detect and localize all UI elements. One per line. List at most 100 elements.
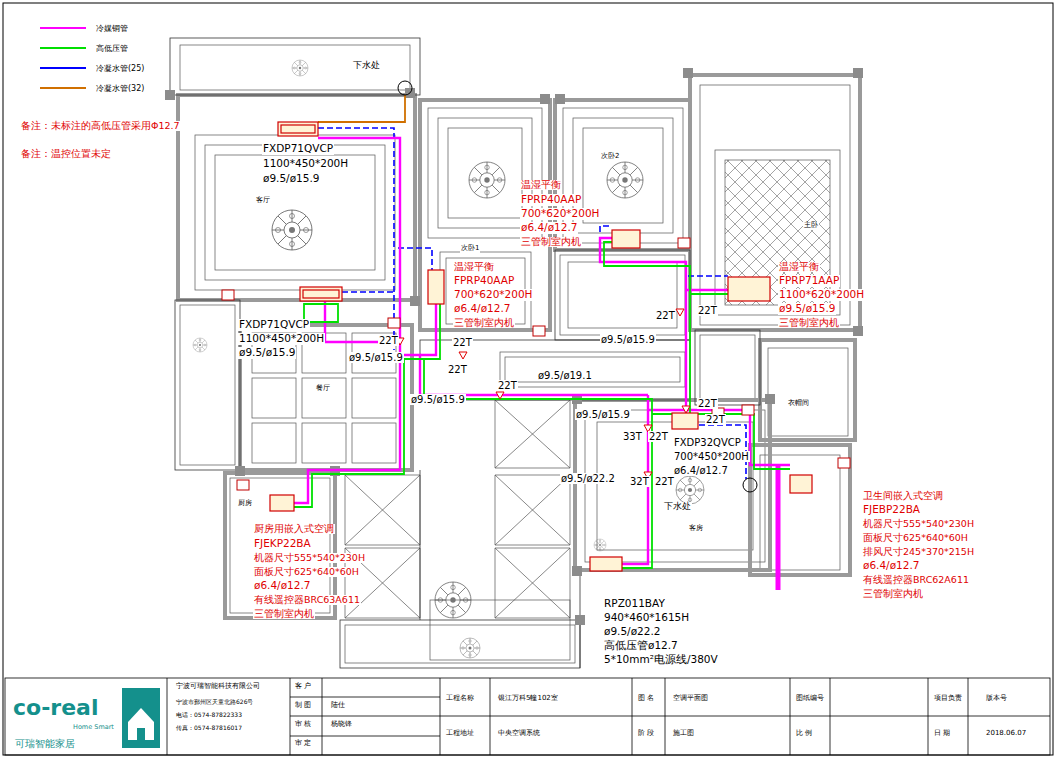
indoor-unit (281, 125, 315, 133)
unit-annotation: ø9.5/ø15.9 (778, 303, 836, 315)
indoor-unit (270, 495, 294, 511)
indoor-unit (612, 230, 640, 248)
plan-label: 宁波市鄞州区天童北路626号 (175, 699, 254, 706)
ceiling-ornament (193, 60, 704, 658)
stair-box (495, 548, 570, 618)
stair-box (345, 475, 420, 545)
plan-label: 主卧 (803, 222, 819, 230)
unit-annotation: FPRP40AAP (520, 194, 582, 206)
title-block-grid (5, 678, 1050, 755)
unit-annotation: ø6.4/ø12.7 (253, 580, 311, 592)
plan-label: 图纸编号 (795, 695, 825, 703)
indoor-unit (428, 270, 444, 304)
ceiling-ornament (460, 638, 480, 658)
wall-column (165, 68, 863, 625)
ceiling-pattern (560, 255, 685, 335)
plan-label: 33T (622, 431, 643, 442)
plan-label: FXDP71QVCP (238, 319, 310, 331)
plan-label: 餐厅 (315, 385, 331, 393)
condensate-pipe-25 (342, 291, 394, 293)
wall-column (540, 94, 550, 104)
unit-annotation: 有线遥控器BRC62A611 (862, 575, 970, 585)
plan-label: 工程名称 (445, 695, 475, 703)
plan-label: 制 图 (294, 702, 312, 710)
room-outline (420, 470, 580, 668)
plan-label: RPZ011BAY (603, 598, 666, 610)
plan-label: 22T (697, 398, 718, 409)
plan-label: 高低压管ø12.7 (603, 640, 679, 652)
ceiling-pattern (252, 378, 296, 418)
indoor-unit (300, 287, 342, 301)
drain-point (743, 478, 757, 492)
unit-annotation: 温湿平衡 (778, 262, 820, 272)
plan-label: 比 例 (795, 730, 813, 738)
ceiling-pattern (180, 45, 410, 90)
plan-label: 衣帽间 (787, 400, 810, 408)
plan-label: 杨晓锋 (330, 721, 353, 729)
plan-label: 22T (378, 335, 399, 346)
unit-annotation: 机器尺寸555*540*230H (253, 553, 366, 563)
plan-label: 审 定 (294, 740, 312, 748)
thermostat (678, 238, 690, 248)
plan-label: 22T (697, 305, 718, 316)
logo-icon (128, 708, 154, 740)
title-block-grid (167, 678, 968, 755)
ceiling-pattern (563, 108, 683, 243)
unit-annotation: 备注：温控位置未定 (20, 149, 112, 159)
plan-label: ø9.5/ø15.9 (600, 334, 656, 345)
drawing-frame (3, 3, 1053, 755)
branch-joint (676, 309, 684, 316)
ceiling-pattern (438, 118, 532, 228)
unit-annotation: 排风尺寸245*370*215H (862, 547, 975, 557)
ceiling-pattern (252, 423, 296, 463)
plan-label: 客 户 (294, 683, 312, 691)
unit-annotation: 温湿平衡 (520, 180, 562, 190)
indoor-unit (728, 277, 770, 301)
room-outline (170, 38, 760, 668)
plan-label: ø9.5/ø19.1 (537, 370, 593, 381)
plan-label: 宁波可瑞智能科技有限公司 (175, 683, 261, 691)
legend-text: 冷凝水管(25) (96, 63, 144, 74)
plan-label: FXDP32QVCP (673, 437, 742, 448)
ceiling-pattern (180, 305, 235, 465)
ceiling-pattern (500, 352, 685, 387)
thermostat (222, 238, 850, 490)
plan-label: 客厅 (255, 197, 271, 205)
drawing-frame (3, 3, 1053, 755)
plan-label: 次卧1 (460, 245, 480, 253)
ceiling-pattern (302, 378, 346, 418)
plan-label: 项目负责 (933, 695, 963, 703)
plan-label: 1100*450*200H (262, 158, 349, 170)
plan-label: 2018.06.07 (985, 730, 1027, 738)
plan-label: 1100*450*200H (238, 333, 325, 345)
condensate-pipe-32 (318, 95, 405, 122)
drain-point (398, 81, 412, 95)
legend-text: 冷凝水管(32) (96, 83, 144, 94)
refrigerant-pipe (420, 304, 436, 355)
legend-row: 冷凝水管(32) (40, 82, 144, 94)
legend-row: 冷凝水管(25) (40, 62, 144, 74)
title-block-grid (5, 678, 1050, 755)
plan-label: 阶 段 (637, 730, 655, 738)
room-outline (555, 250, 690, 340)
plan-label: 工程地址 (445, 730, 475, 738)
wall-column (410, 296, 420, 306)
ceiling-pattern (195, 135, 395, 290)
logo-text: Home Smart (72, 724, 115, 731)
legend-row: 冷媒铜管 (40, 22, 128, 34)
unit-annotation: 温湿平衡 (453, 262, 495, 272)
ceiling-pattern (448, 128, 522, 218)
ceiling-ornament (292, 60, 308, 76)
plan-label: 图 名 (637, 695, 655, 703)
branch-joint (459, 352, 467, 359)
ceiling-ornament (594, 539, 606, 551)
wall-column (575, 615, 585, 625)
ceiling-pattern (430, 600, 570, 660)
plan-label: 22T (497, 380, 518, 391)
plan-label: 940*460*1615H (603, 612, 690, 624)
room-outline (420, 340, 690, 400)
room-outline (175, 300, 240, 470)
refrigerant-pipe (294, 138, 790, 590)
unit-annotation: 700*620*200H (520, 208, 601, 220)
legend-swatch (40, 47, 86, 49)
